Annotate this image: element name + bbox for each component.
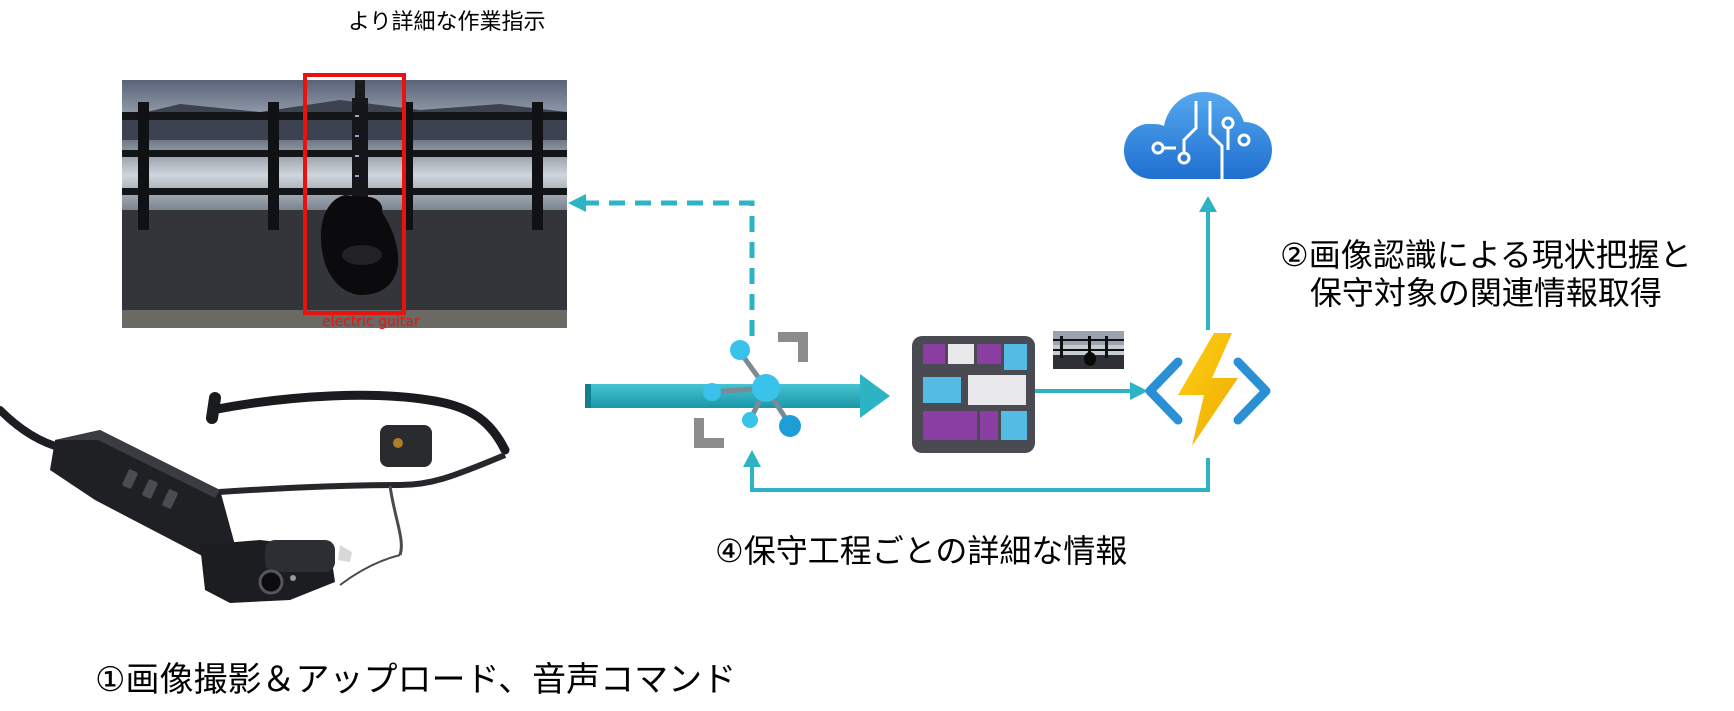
function-to-cloud-arrow	[1199, 196, 1217, 330]
upload-arrow	[585, 374, 890, 418]
detection-label: electric guitar	[322, 314, 420, 330]
iot-hub-icon	[694, 332, 808, 448]
step4-caption: ④保守工程ごとの詳細な情報	[715, 532, 1128, 570]
return-arrow	[743, 450, 1210, 492]
instruction-dashed-arrow	[568, 194, 755, 336]
function-bolt-icon	[1145, 333, 1271, 446]
step1-caption: ①画像撮影＆アップロード、音声コマンド	[95, 660, 737, 700]
grid-to-function-arrow	[1035, 382, 1148, 400]
guitar-thumbnail	[1053, 331, 1124, 369]
top-caption: より詳細な作業指示	[348, 10, 546, 35]
cognitive-cloud-icon	[1124, 92, 1272, 179]
step2-line1: ②画像認識による現状把握と	[1280, 236, 1692, 274]
storage-grid-icon	[912, 336, 1035, 453]
step2-line2: 保守対象の関連情報取得	[1309, 274, 1662, 313]
smart-glasses-icon	[0, 390, 510, 603]
step2-caption: ②画像認識による現状把握と 保守対象の関連情報取得	[1280, 236, 1692, 313]
guitar-photo	[122, 73, 567, 328]
